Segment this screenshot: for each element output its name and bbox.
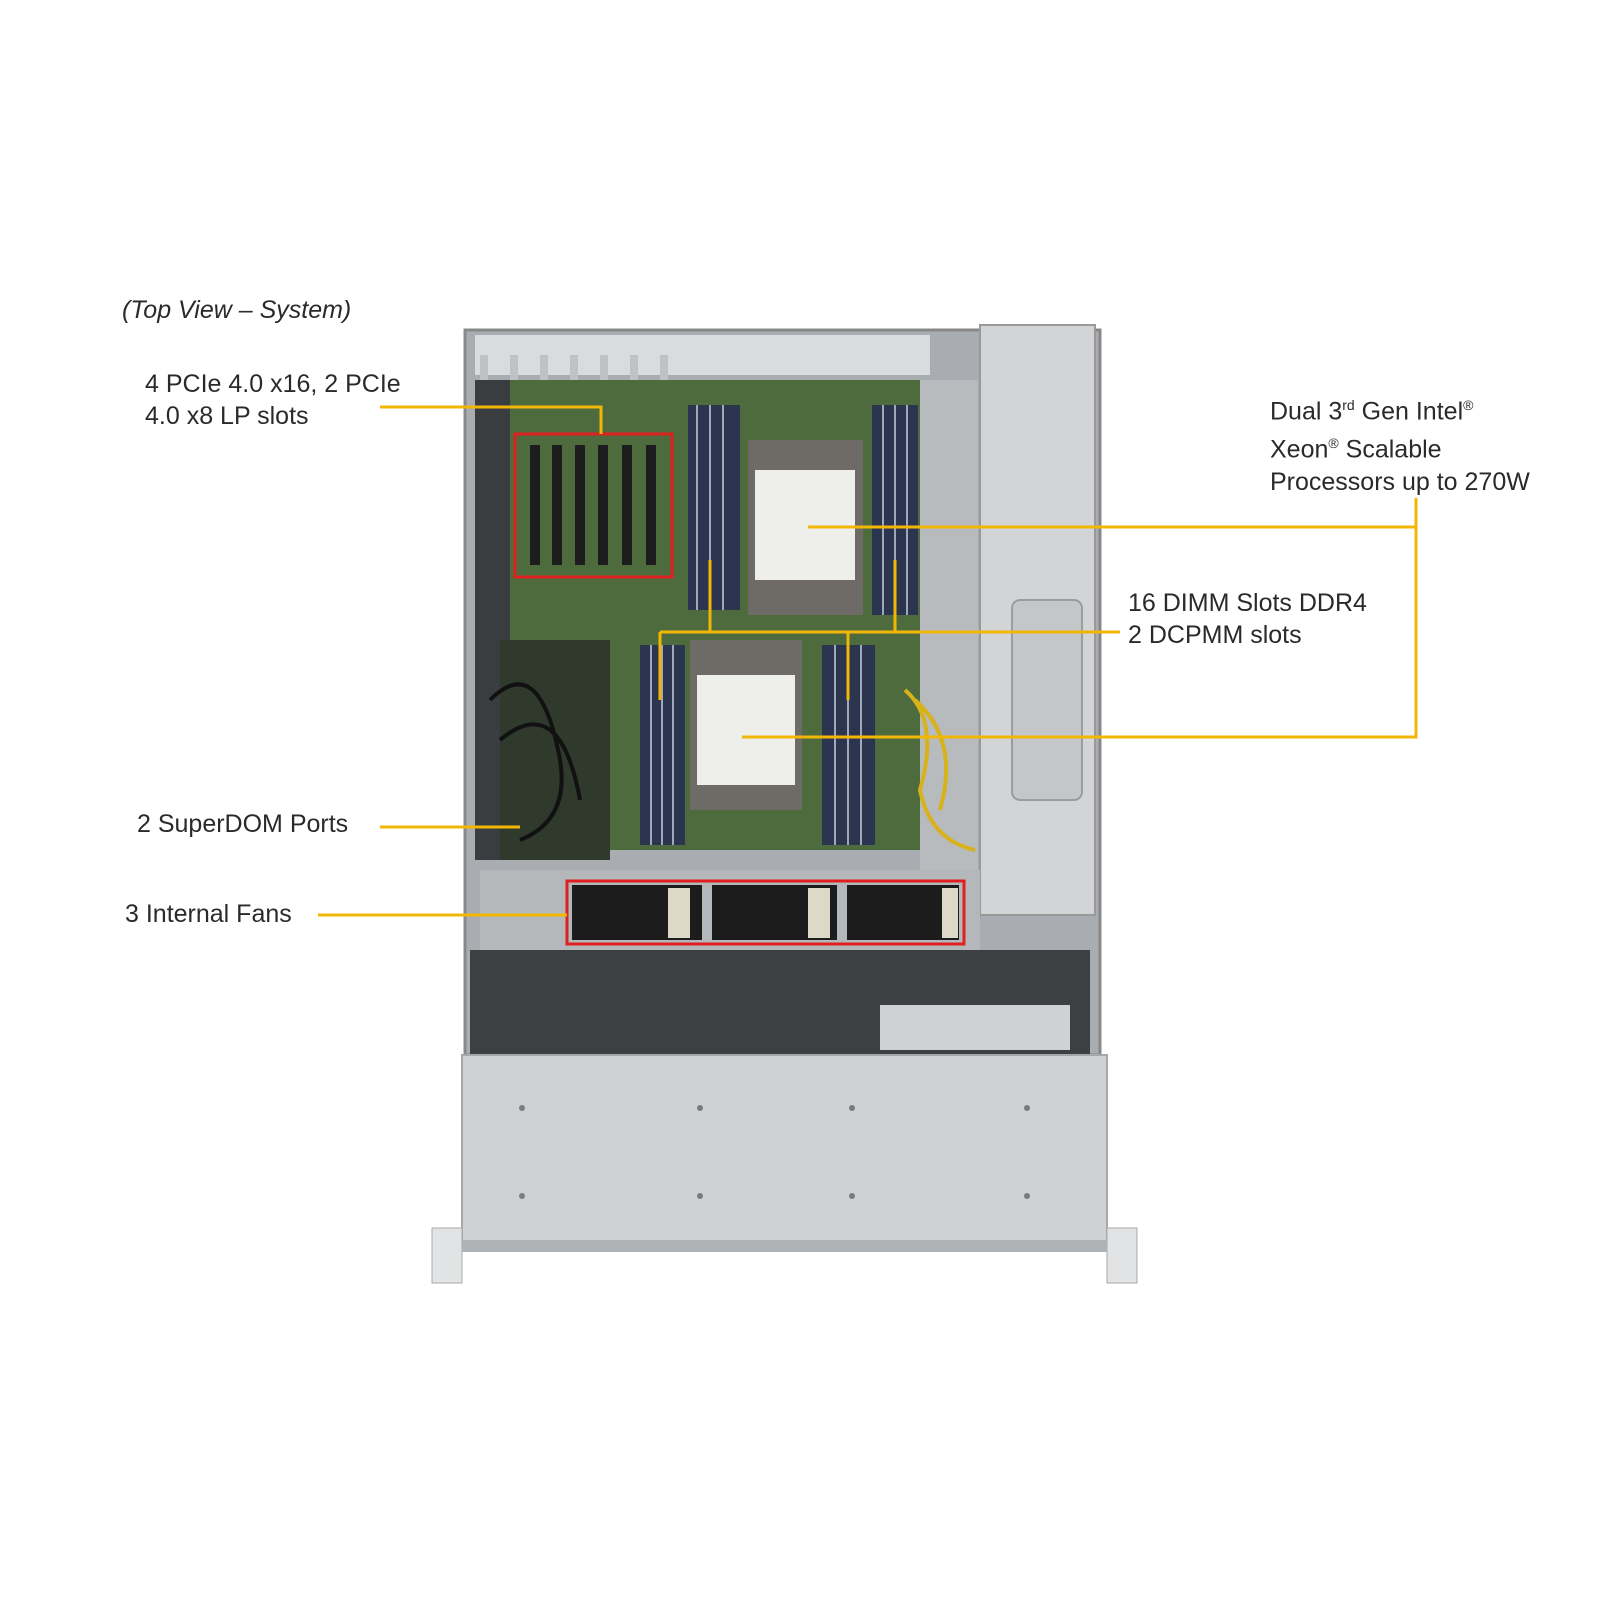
- cpu-line2: Xeon® Scalable: [1270, 427, 1530, 465]
- rear-io-panel: [475, 335, 930, 375]
- pcie-callout-line: [380, 405, 603, 434]
- cpu-line1: Dual 3rd Gen Intel®: [1270, 389, 1530, 427]
- caption: (Top View – System): [122, 296, 352, 324]
- pcie-line2: 4.0 x8 LP slots: [145, 402, 309, 430]
- fans-callout-label: 3 Internal Fans: [125, 900, 292, 928]
- cover-screws: [519, 1105, 1030, 1199]
- cpu2-label: [697, 675, 795, 785]
- fans-highlight-box: [565, 879, 966, 946]
- rack-ear-right: [1106, 1227, 1138, 1284]
- pcie-callout-label: 4 PCIe 4.0 x16, 2 PCIe 4.0 x8 LP slots: [145, 368, 401, 432]
- psu-divider: [920, 380, 978, 880]
- dimm-line1: 16 DIMM Slots DDR4: [1128, 589, 1367, 617]
- pcie-highlight-box: [513, 432, 674, 579]
- callout-lines: [318, 405, 1418, 917]
- dimm-callout-label: 16 DIMM Slots DDR4 2 DCPMM slots: [1128, 587, 1367, 651]
- cpu1-label: [755, 470, 855, 580]
- cpu-text: Scalable: [1338, 435, 1442, 464]
- pcie-bracket-slots: [480, 355, 668, 380]
- fans: [572, 885, 959, 940]
- psu-vent: [1011, 599, 1083, 801]
- front-panel: [462, 1240, 1107, 1252]
- cpu-callout-line: [742, 525, 1418, 739]
- front-drive-bay-cover: [461, 1054, 1108, 1251]
- drive-backplane-connectors: [880, 1005, 1070, 1050]
- rack-ear-left: [431, 1227, 463, 1284]
- cpu-line3: Processors up to 270W: [1270, 467, 1530, 496]
- dimm-line2: 2 DCPMM slots: [1128, 621, 1302, 649]
- motherboard-lower-left: [500, 640, 610, 860]
- cpu-text: Xeon: [1270, 435, 1329, 464]
- registered-mark: ®: [1328, 435, 1339, 452]
- pcie-slots: [530, 445, 656, 565]
- dimm-slot-dividers: [650, 405, 908, 845]
- cpu-callout-label: Dual 3rd Gen Intel® Xeon® Scalable Proce…: [1270, 389, 1530, 498]
- power-cables: [903, 688, 976, 852]
- cpu-text: Gen Intel: [1354, 397, 1464, 426]
- pcie-line1: 4 PCIe 4.0 x16, 2 PCIe: [145, 370, 401, 398]
- superdom-callout-label: 2 SuperDOM Ports: [137, 810, 349, 838]
- registered-mark: ®: [1463, 397, 1474, 413]
- cpu-sup: rd: [1342, 397, 1355, 413]
- cpu-text: Dual 3: [1270, 397, 1343, 426]
